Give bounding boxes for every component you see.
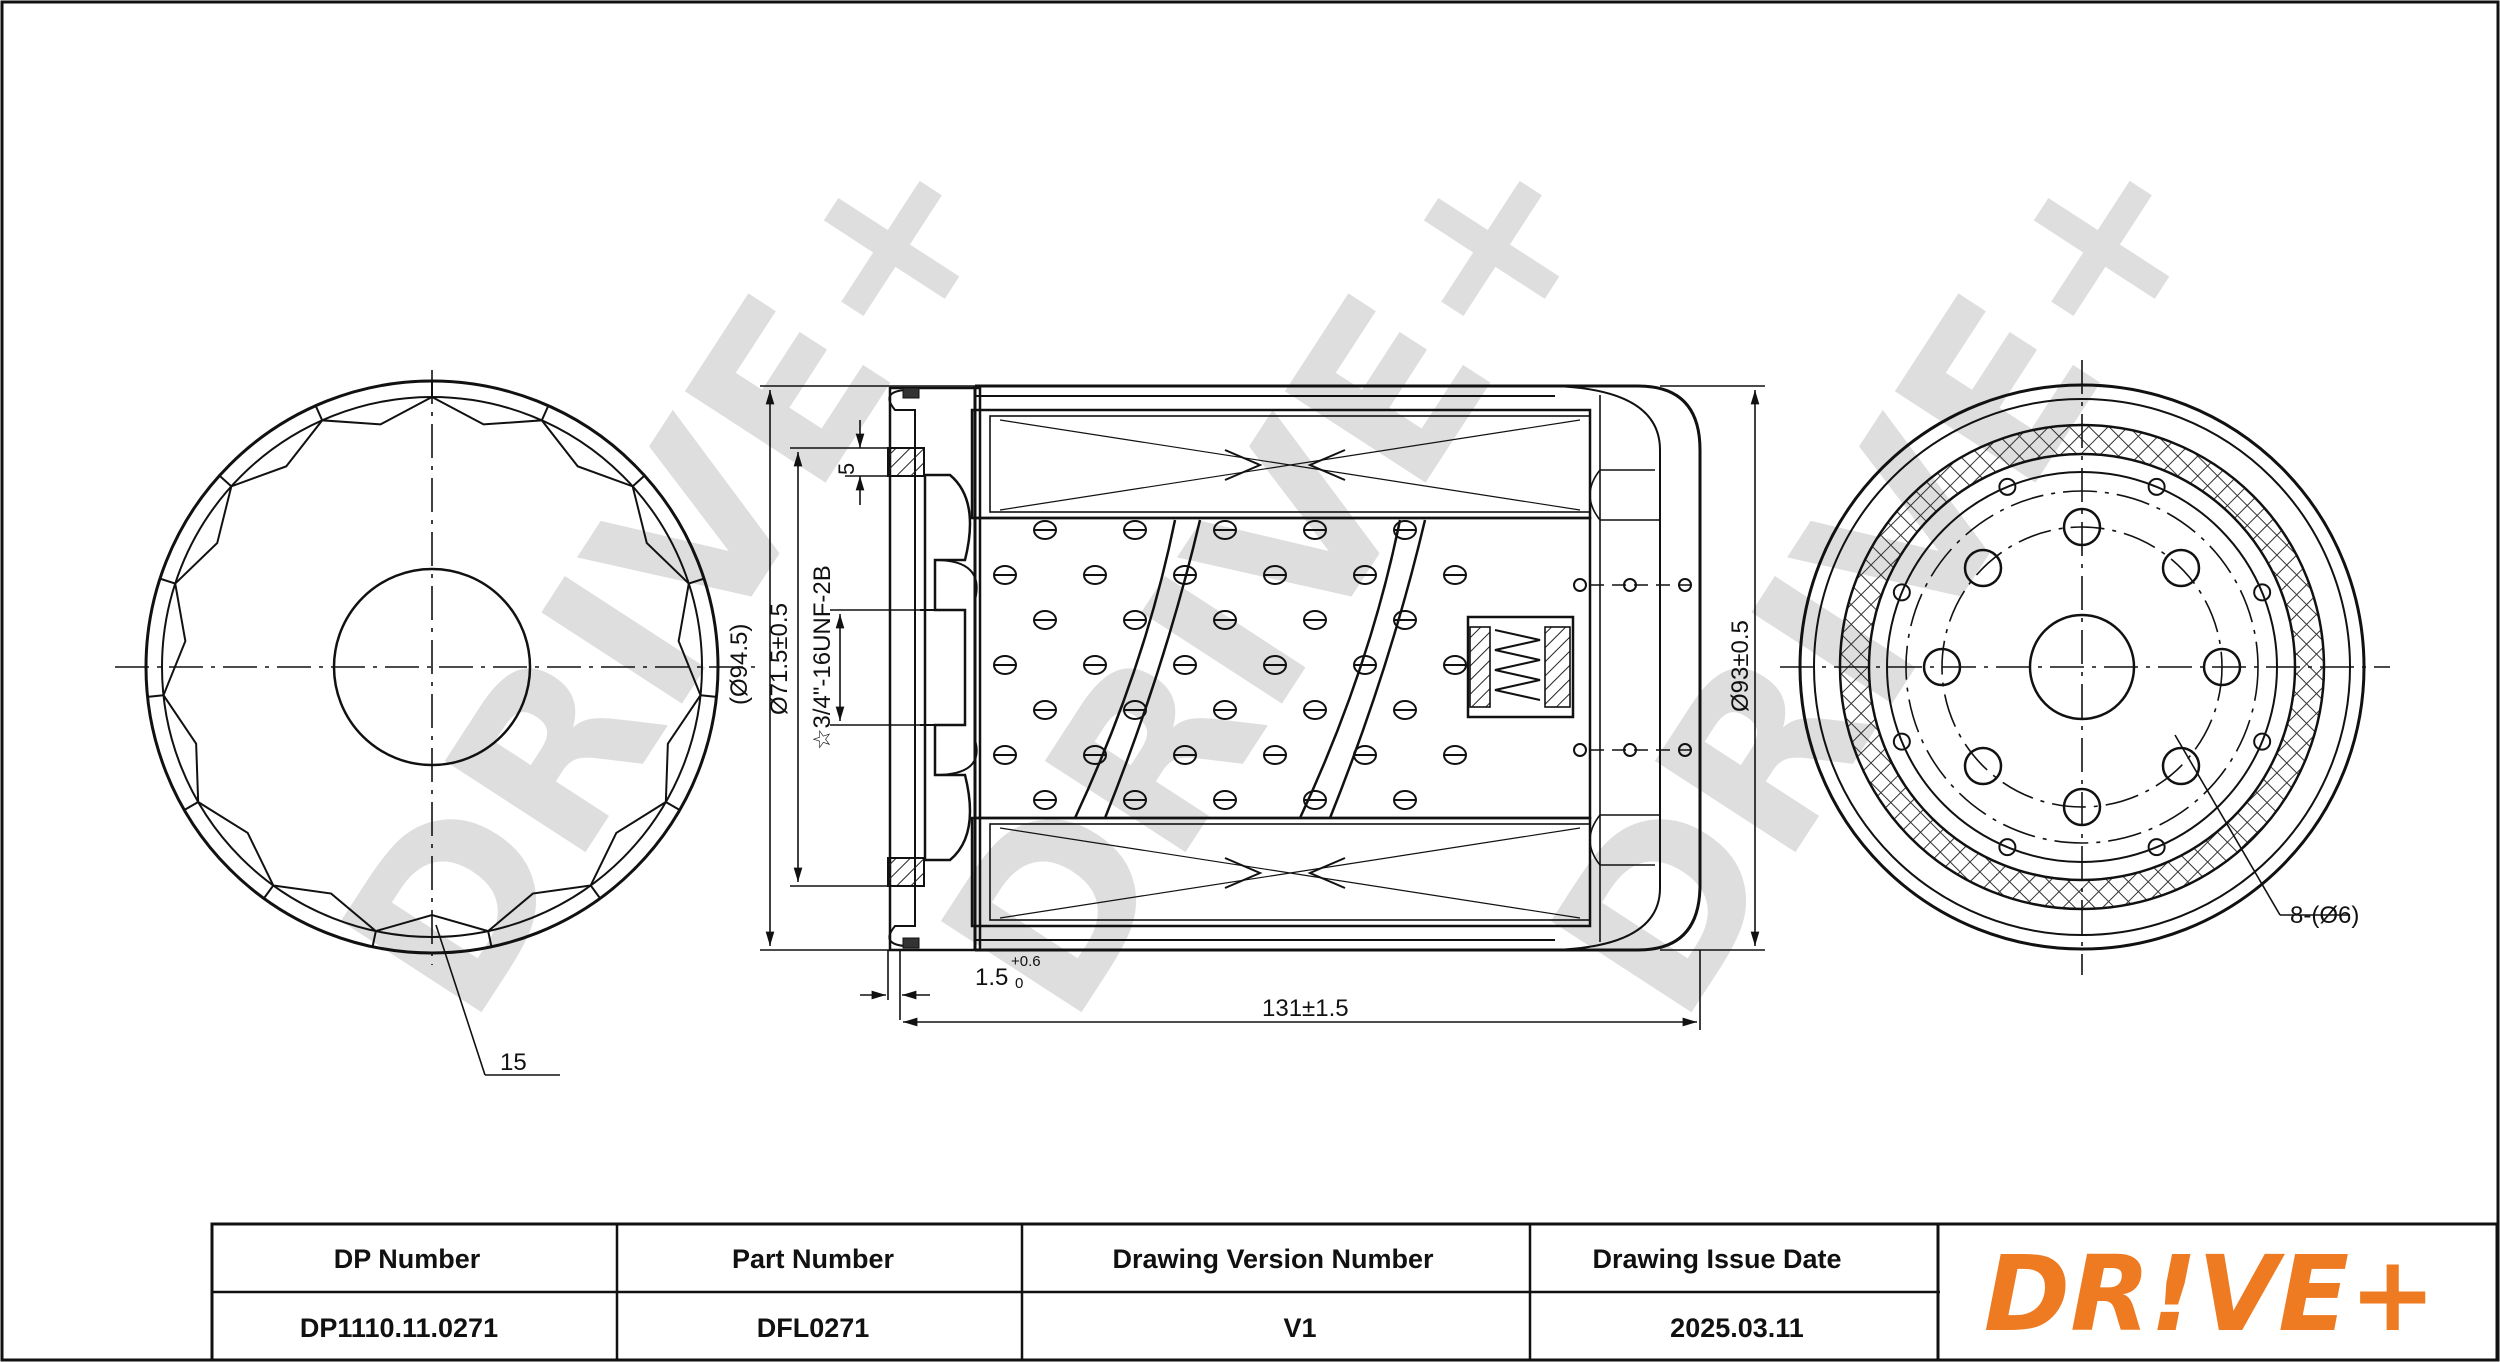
oil-inlet-hole: [2202, 647, 2242, 687]
title-block: DP Number Part Number Drawing Version Nu…: [210, 1222, 2499, 1362]
dim-thread: ☆3/4"-16UNF-2B: [809, 565, 836, 750]
flute-rib: [218, 474, 233, 488]
oil-inlet-hole: [1963, 548, 2003, 588]
value-version: V1: [1283, 1313, 1316, 1343]
dim-gasket-dia: Ø71.5±0.5: [766, 603, 793, 715]
base-notch: [1998, 838, 2017, 857]
side-section-view: (Ø94.5) Ø71.5±0.5 ☆3/4"-16UNF-2B 5 1.5 +…: [726, 384, 1765, 1030]
flute-rib: [540, 405, 550, 421]
flute-rib: [631, 474, 646, 488]
threaded-boss: [923, 473, 972, 862]
can-body-outline: [975, 384, 1702, 952]
header-version: Drawing Version Number: [1112, 1244, 1434, 1274]
oil-inlet-hole: [1963, 746, 2003, 786]
oil-inlet-hole: [2161, 548, 2201, 588]
flute-count-label: 15: [500, 1049, 527, 1076]
dim-length: 131±1.5: [1262, 995, 1349, 1022]
dim-body-dia: Ø93±0.5: [1727, 620, 1754, 712]
hole-count-label: 8-(Ø6): [2290, 902, 2359, 929]
hole-leader: [2174, 734, 2281, 916]
base-notch: [2147, 838, 2166, 857]
flute-rib: [700, 694, 717, 698]
bypass-valve: [1466, 615, 1575, 719]
dim-offset-sup: +0.6: [1011, 953, 1041, 970]
header-part-number: Part Number: [732, 1244, 895, 1274]
spiral-left: [1073, 519, 1202, 819]
base-notch: [2253, 583, 2272, 602]
base-notch: [1998, 477, 2017, 496]
perforation-holes: [993, 520, 1467, 810]
dim-offset: 1.5: [975, 964, 1008, 991]
flute-rib: [314, 405, 324, 421]
flute-rib: [371, 930, 377, 947]
base-notches: [1892, 477, 2272, 857]
left-top-view: 15: [115, 370, 755, 1076]
flute-rib: [159, 577, 176, 585]
value-issue-date: 2025.03.11: [1670, 1313, 1804, 1343]
base-notch: [1892, 583, 1911, 602]
dim-offset-sub: 0: [1015, 975, 1023, 992]
flute-rib: [263, 884, 275, 899]
dim-outer-dia: (Ø94.5): [726, 624, 753, 705]
dimension-lines: [760, 385, 1765, 1030]
dim-gasket-height: 5: [834, 463, 859, 475]
gasket-top: [887, 447, 925, 477]
value-dp-number: DP1110.11.0271: [300, 1313, 498, 1343]
flute-rib: [688, 577, 705, 585]
drive-plus-logo: DR!VE+: [1984, 1233, 2437, 1355]
oil-inlet-hole: [2161, 746, 2201, 786]
flute-rib: [589, 884, 601, 899]
base-notch: [2147, 477, 2166, 496]
header-issue-date: Drawing Issue Date: [1592, 1244, 1841, 1274]
oil-inlet-hole: [1922, 647, 1962, 687]
spiral-right: [1298, 519, 1427, 819]
perforated-center-tube: [973, 516, 1592, 820]
leader-line: [435, 924, 486, 1076]
base-notch: [2253, 732, 2272, 751]
header-dp-number: DP Number: [334, 1244, 481, 1274]
flute-rib: [147, 694, 164, 698]
flute-rib: [665, 801, 681, 811]
base-oil-holes: [1922, 507, 2242, 827]
value-part-number: DFL0271: [757, 1313, 870, 1343]
base-notch: [1892, 732, 1911, 751]
flute-rib: [487, 930, 493, 947]
oil-inlet-hole: [2062, 507, 2102, 547]
right-base-view: 8-(Ø6): [1780, 360, 2390, 975]
flute-rib: [183, 801, 199, 811]
oil-inlet-hole: [2062, 787, 2102, 827]
gasket-bottom: [887, 857, 925, 887]
